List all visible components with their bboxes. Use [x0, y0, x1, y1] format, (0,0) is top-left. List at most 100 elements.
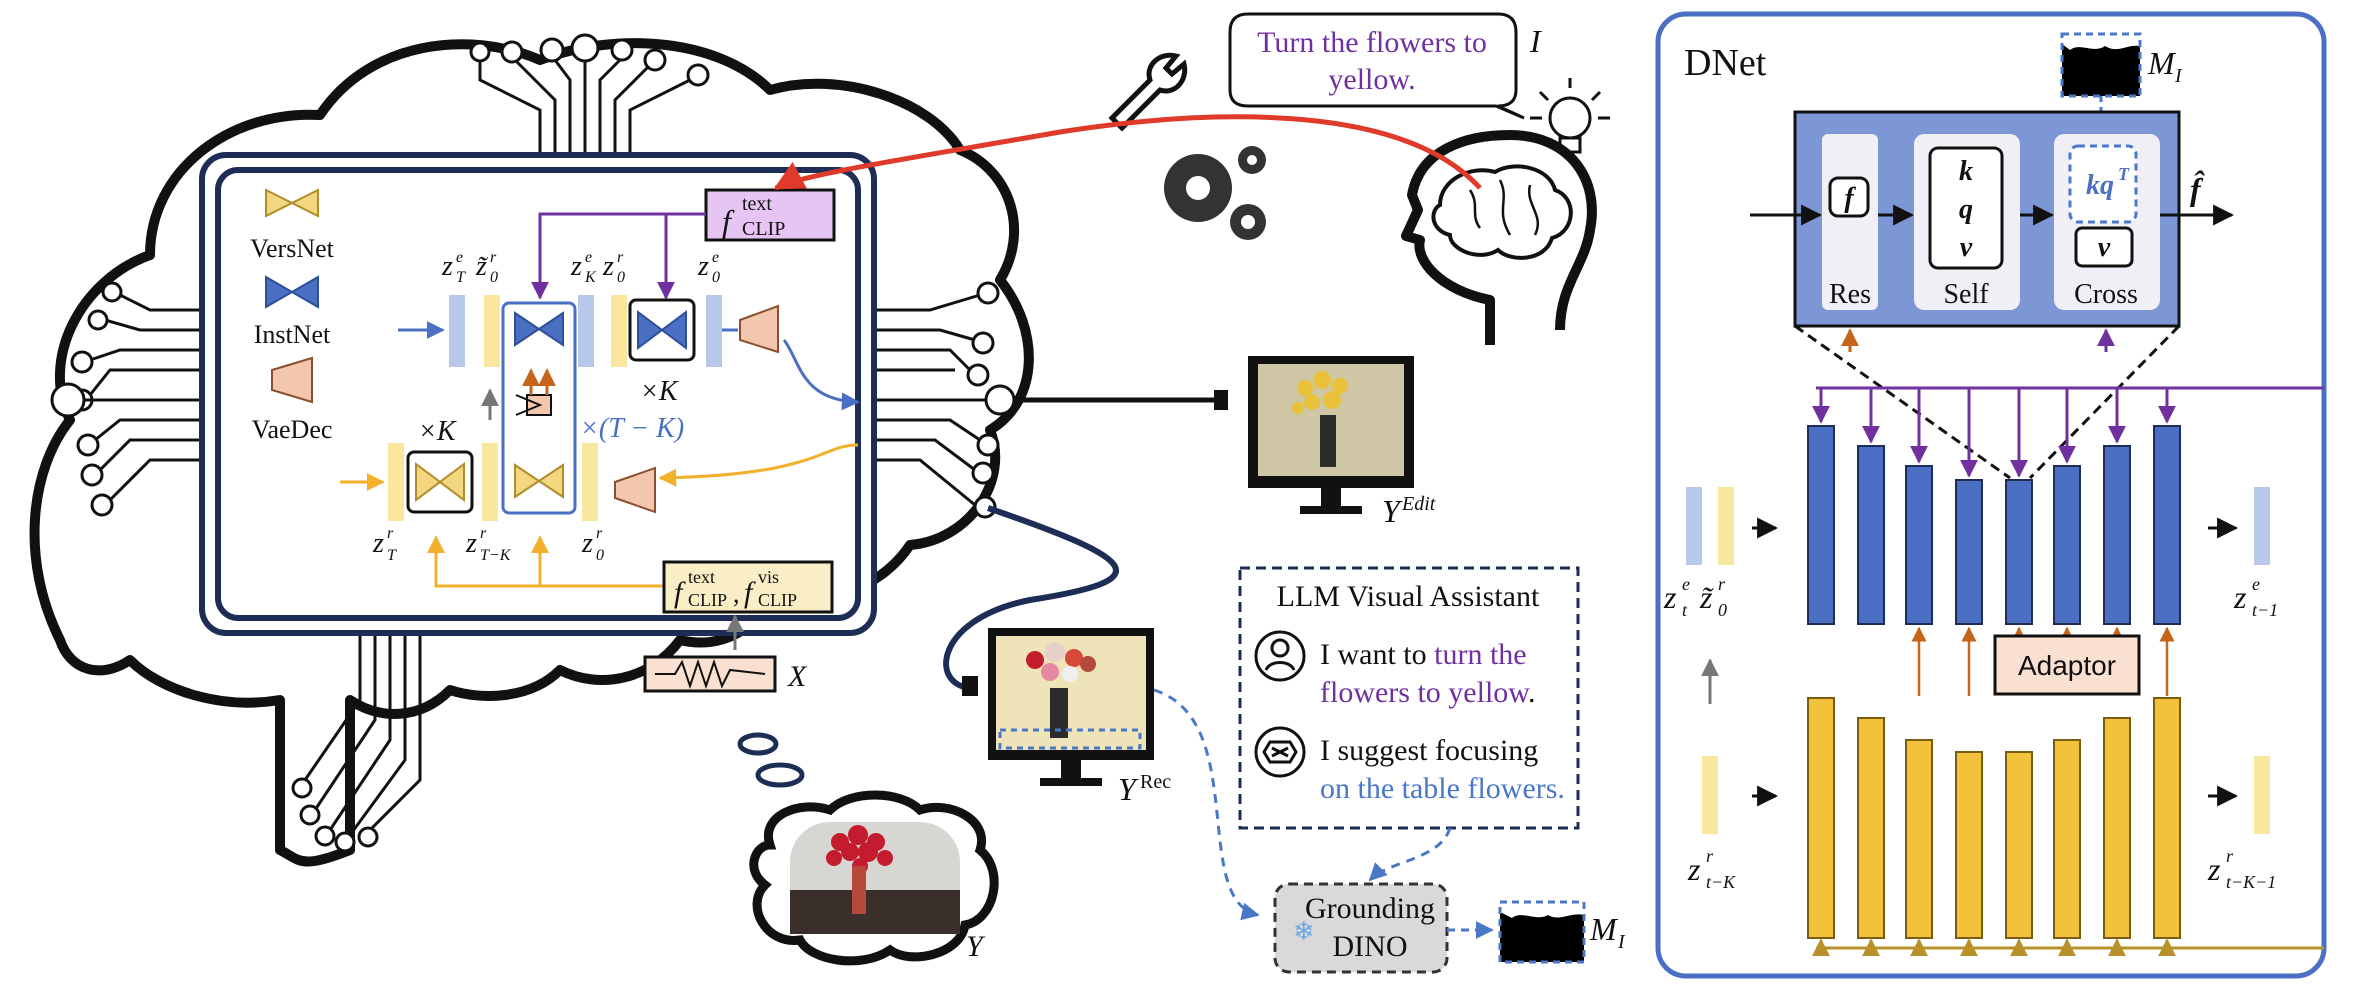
yellow-flowers: [1292, 371, 1348, 414]
edit-y-sup: Edit: [1401, 493, 1436, 515]
instruction-red-arrow: [773, 114, 1482, 191]
rec-to-grounding-dash: [1153, 688, 1260, 921]
cross-kq-sup: T: [2118, 164, 2130, 184]
cross-kq: kq: [2086, 170, 2114, 201]
legend-instnet-label: InstNet: [254, 320, 331, 349]
bottom-yellow-curve: [658, 443, 859, 487]
top-vaedec-icon: [739, 304, 779, 354]
grounding-mask-label: M I: [1589, 911, 1626, 953]
svg-text:0: 0: [596, 547, 604, 564]
z-in-e-sup: e: [1682, 574, 1690, 594]
z-in-tk: z: [1687, 851, 1701, 887]
clip-visual-arrows: [427, 535, 664, 588]
input-z-r-bar: [1718, 487, 1734, 565]
instruction-bubble: Turn the flowers to yellow.: [1228, 12, 1525, 120]
z-in-tk-sup: r: [1706, 846, 1714, 866]
svg-text:z: z: [697, 251, 709, 282]
versnet-unet-block: [1955, 751, 1983, 939]
instnet-k-box: [628, 298, 696, 362]
f-clip-b-sup: vis: [758, 567, 779, 587]
res-label: Res: [1829, 279, 1871, 310]
user-avatar-icon: [1254, 630, 1306, 682]
versnet-unet-block: [1905, 739, 1933, 939]
versnet-unet-block: [2053, 739, 2081, 939]
times-k-top-label: ×K: [640, 376, 679, 407]
circuit-traces-bottom: [291, 628, 422, 853]
rec-y-symbol: Y: [1118, 771, 1139, 807]
grounding-line-2: DINO: [1333, 930, 1408, 963]
self-v: v: [1960, 232, 1973, 263]
instnet-unet-block: [2053, 465, 2081, 625]
versnet-unet-block: [1857, 717, 1885, 939]
self-label: Self: [1943, 279, 1989, 310]
z-out-tk-sup: r: [2226, 846, 2234, 866]
self-q: q: [1959, 194, 1973, 225]
res-f-box: [1828, 176, 1870, 218]
svg-text:T−K: T−K: [480, 547, 512, 564]
thought-bubbles: [737, 732, 805, 788]
res-f-symbol: f: [1844, 183, 1856, 214]
svg-text:z̃: z̃: [475, 251, 489, 282]
rec-monitor: [988, 628, 1154, 786]
dnet-mask-sub: I: [2174, 65, 2183, 87]
grounding-mask-m: M: [1589, 911, 1619, 947]
svg-text:0: 0: [712, 269, 720, 286]
user-line-2: flowers to yellow.: [1320, 676, 1536, 709]
legend-vaedec-label: VaeDec: [252, 415, 333, 444]
cross-v: v: [2098, 232, 2111, 263]
svg-text:e: e: [712, 249, 719, 266]
instnet-unet-block: [2103, 445, 2131, 625]
versnet-icon: [265, 188, 319, 218]
input-z-tk-bar: [1702, 756, 1718, 834]
gears-icon: [1164, 146, 1266, 240]
x-label: X: [787, 660, 808, 693]
f-clip-a-sub: CLIP: [688, 590, 727, 610]
z-in-r-sub: 0: [1718, 600, 1727, 620]
svg-text:r: r: [480, 525, 487, 542]
versnet-unet-block: [2103, 717, 2131, 939]
snowflake-icon: ❄: [1293, 916, 1315, 946]
z-in-tk-sub: t−K: [1706, 872, 1736, 892]
assistant-line-1: I suggest focusing: [1320, 734, 1538, 767]
instruction-label: I: [1529, 23, 1542, 59]
rec-y-sup: Rec: [1140, 771, 1171, 793]
assistant-avatar-icon: [1254, 726, 1306, 778]
bottom-row-latents: [388, 443, 598, 521]
x-signal-box: [643, 655, 777, 693]
rec-plug: [962, 676, 978, 696]
instnet-unet-block: [2005, 479, 2033, 625]
purple-drop-arrows: [1812, 388, 2176, 478]
top-output-curve: [782, 339, 860, 411]
rec-output-label: Y Rec: [1118, 771, 1171, 807]
svg-text:z: z: [465, 528, 477, 559]
edit-monitor: [1248, 356, 1414, 514]
denoise-loop-box: [501, 301, 577, 515]
svg-text:0: 0: [617, 269, 625, 286]
mixed-flowers: [1026, 642, 1096, 682]
assistant-to-grounding-dash: [1368, 827, 1452, 882]
bottom-vaedec-icon: [614, 466, 656, 514]
z-out-e-sup: e: [2252, 574, 2260, 594]
llm-assistant-panel: LLM Visual Assistant I want to turn the …: [1238, 566, 1580, 830]
instnet-unet-block: [2153, 425, 2181, 625]
f-clip-a-sup: text: [688, 567, 715, 587]
instnet-icon: [265, 275, 319, 309]
z-out-tk: z: [2207, 851, 2221, 887]
versnet-unet-block: [1807, 697, 1835, 939]
svg-text:z: z: [570, 251, 582, 282]
z-out-e: z: [2233, 579, 2247, 615]
svg-text:r: r: [596, 525, 603, 542]
legend-versnet-label: VersNet: [250, 234, 335, 263]
instruction-line2: yellow.: [1328, 63, 1415, 96]
dnet-mask-image: [2060, 32, 2142, 98]
svg-text:K: K: [584, 269, 597, 286]
text-conditioning-arrows: [531, 212, 706, 300]
assistant-title: LLM Visual Assistant: [1277, 580, 1540, 613]
svg-text:z: z: [441, 251, 453, 282]
dnet-title: DNet: [1684, 42, 1767, 84]
versnet-k-box: [406, 450, 474, 514]
f-clip-textvis-box: f CLIP text , f CLIP vis: [662, 560, 834, 614]
rec-cable: [943, 505, 1119, 692]
